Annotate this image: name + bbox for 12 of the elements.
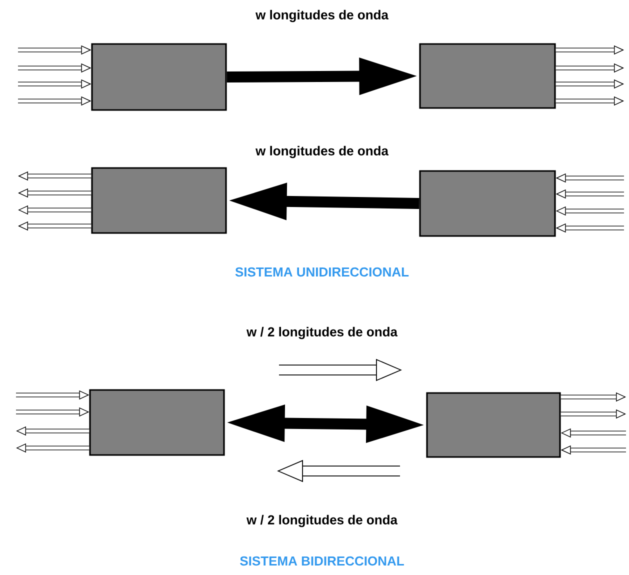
wavelength-label: w / 2 longitudes de onda [246, 326, 398, 340]
device-box [419, 170, 556, 237]
device-box [89, 389, 225, 456]
device-box [91, 167, 227, 234]
device-box [426, 392, 561, 458]
wavelength-label: w / 2 longitudes de onda [246, 514, 398, 528]
device-box [91, 43, 227, 111]
system-title: SISTEMA UNIDIRECCIONAL [235, 267, 409, 277]
wavelength-label: w longitudes de onda [256, 146, 389, 158]
device-box [419, 43, 556, 109]
wavelength-label: w longitudes de onda [256, 10, 389, 22]
system-title: SISTEMA BIDIRECCIONAL [240, 556, 404, 566]
